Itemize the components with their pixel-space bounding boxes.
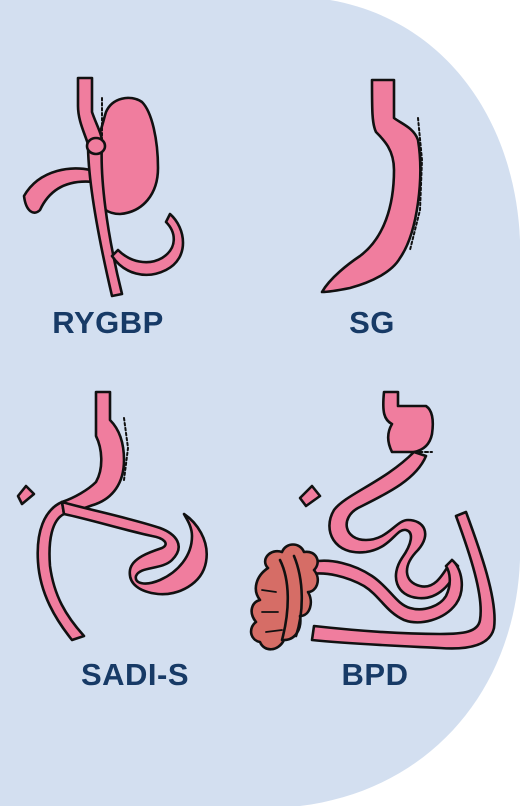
sadi-s-label: SADI-S: [40, 657, 230, 693]
sg-label: SG: [322, 305, 422, 341]
rygbp-anastomosis: [87, 138, 105, 154]
rygbp-label: RYGBP: [28, 305, 188, 341]
bpd-label: BPD: [300, 657, 450, 693]
rygbp-remnant-stomach: [98, 98, 158, 214]
